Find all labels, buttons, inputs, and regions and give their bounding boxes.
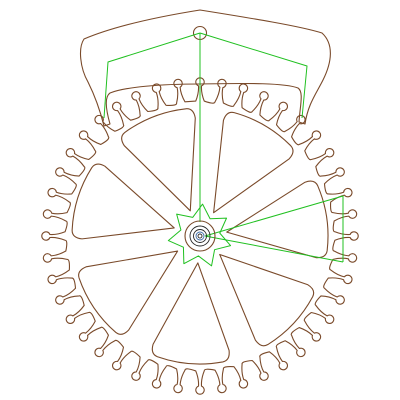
- hub-star-outline: [167, 203, 232, 267]
- construction-line-pivot-right: [199, 32, 308, 119]
- arbor-center: [197, 233, 203, 239]
- construction-line-right-lower: [204, 235, 344, 263]
- construction-line-right-upper: [204, 195, 344, 262]
- wheel-hub: [167, 203, 232, 267]
- wheel-spoke-windows: [71, 108, 329, 365]
- spoke-window: [226, 180, 329, 259]
- spoke-window: [78, 250, 179, 335]
- arbor-inner: [195, 231, 205, 241]
- escape-wheel-outline: [41, 77, 359, 395]
- spoke-window: [71, 163, 175, 240]
- pallet-anchor-outline: [79, 9, 331, 127]
- hub-collar: [184, 220, 216, 252]
- construction-lines: [103, 32, 344, 263]
- arbor-mid: [193, 229, 207, 243]
- spoke-window: [219, 253, 315, 347]
- arbor-outer: [189, 225, 211, 247]
- spoke-window: [121, 108, 196, 212]
- construction-line-pivot-left: [103, 32, 201, 119]
- spoke-window: [213, 111, 294, 214]
- spoke-window: [151, 262, 230, 365]
